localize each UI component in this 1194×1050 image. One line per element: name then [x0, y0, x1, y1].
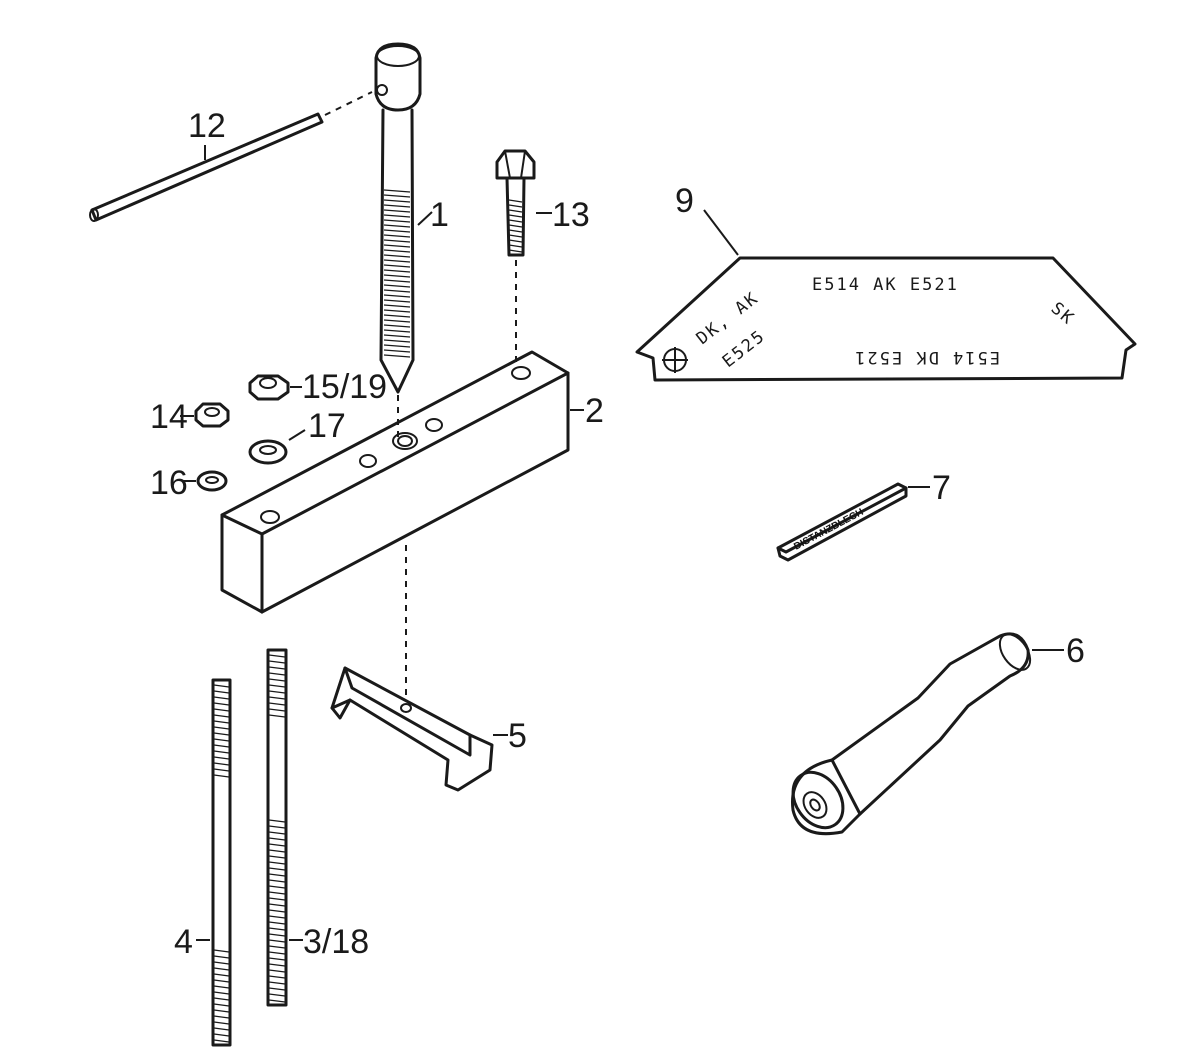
- plate-right-text: SK: [1047, 299, 1079, 330]
- plate-bottom-text: E514 DK E521: [853, 347, 1000, 367]
- label-1: 1: [430, 196, 449, 234]
- part-3-18-threaded-rod: 3/18: [266, 648, 369, 1007]
- label-14: 14: [150, 398, 188, 436]
- label-4: 4: [174, 923, 193, 961]
- label-2: 2: [585, 392, 604, 430]
- label-16: 16: [150, 464, 188, 502]
- part-4-threaded-rod: 4: [174, 678, 232, 1047]
- part-6-driver: 6: [790, 632, 1085, 836]
- bolt-thread: [508, 199, 523, 253]
- spindle-thread: [383, 189, 411, 358]
- rod3-thread: [268, 654, 286, 1003]
- label-17: 17: [308, 407, 346, 445]
- part-9-gauge-plate: 9 DK, AK E525 E514 AK E521 E514 DK E521 …: [635, 182, 1137, 382]
- label-3-18: 3/18: [303, 923, 369, 961]
- part-16-washer: 16: [150, 464, 228, 502]
- label-5: 5: [508, 717, 527, 755]
- label-12: 12: [188, 107, 226, 145]
- label-6: 6: [1066, 632, 1085, 670]
- spacer-label: DISTANZBLECH: [792, 507, 865, 553]
- part-2-beam: 2: [220, 350, 604, 700]
- part-13-hex-bolt: 13: [495, 149, 590, 362]
- rod4-thread: [213, 684, 230, 1043]
- label-15-19: 15/19: [302, 368, 387, 406]
- part-12-tommy-bar: 12: [89, 91, 373, 222]
- plate-top-text: E514 AK E521: [812, 275, 959, 295]
- part-7-spacer-plate: DISTANZBLECH 7: [776, 469, 951, 562]
- part-15-19-nut: 15/19: [248, 368, 387, 406]
- part-1-spindle: 1: [374, 42, 449, 440]
- label-7: 7: [932, 469, 951, 507]
- part-5-bridge: 5: [330, 666, 527, 792]
- plate-left-line2: E525: [719, 326, 770, 372]
- part-14-nut: 14: [150, 398, 230, 436]
- part-17-washer: 17: [248, 407, 346, 465]
- label-13: 13: [552, 196, 590, 234]
- label-9: 9: [675, 182, 694, 220]
